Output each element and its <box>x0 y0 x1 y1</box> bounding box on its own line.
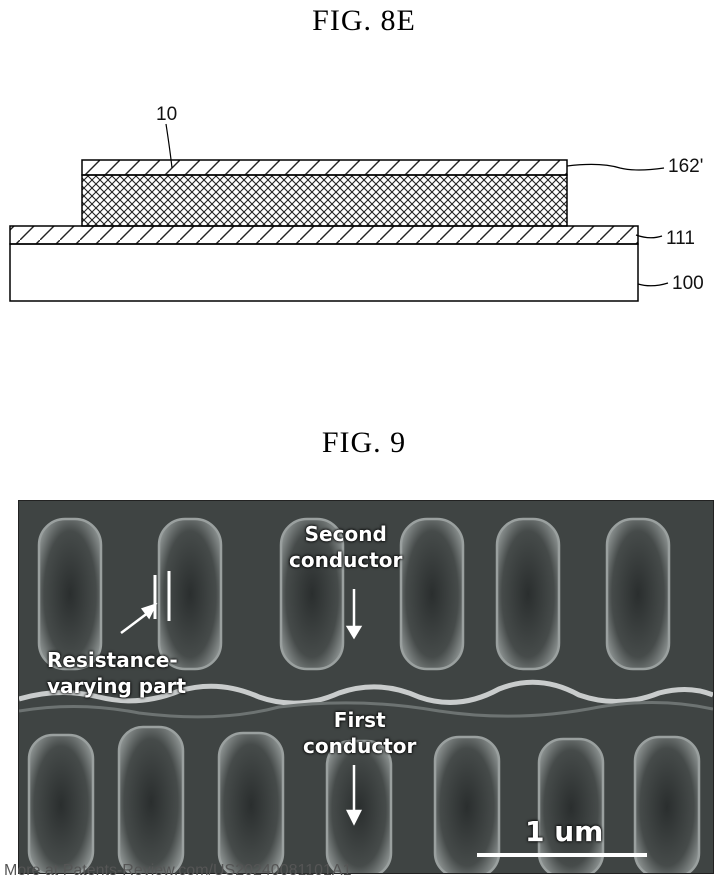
upper-cell-row <box>37 517 671 671</box>
interface-line <box>19 679 713 706</box>
label-second-conductor: Second conductor <box>289 522 403 572</box>
lower-cell-row <box>27 725 701 873</box>
layer-10-crosshatch <box>81 174 568 227</box>
fig-9-title: FIG. 9 <box>321 426 407 459</box>
ref-label-100: 100 <box>672 273 704 294</box>
sem-texture <box>19 501 713 873</box>
label-resistance-varying-part: Resistance- varying part <box>47 648 187 698</box>
arrow-rv-head <box>140 602 158 620</box>
leader-111 <box>635 234 663 239</box>
source-footer: More at Patents-Review.com/US20240081101… <box>4 862 352 879</box>
ref-label-162: 162' <box>668 156 704 177</box>
fig-8e-title: FIG. 8E <box>312 4 416 37</box>
leader-10 <box>165 123 173 169</box>
sem-micrograph: Second conductor First conductor Resista… <box>18 500 714 874</box>
substrate-100 <box>9 243 639 302</box>
label-first-conductor: First conductor <box>303 708 417 758</box>
layer-111 <box>9 225 639 245</box>
scale-bar-label: 1 um <box>525 815 604 848</box>
leader-162 <box>566 163 665 171</box>
layer-162-prime <box>81 159 568 176</box>
arrow-first-head <box>345 809 363 826</box>
leader-100 <box>637 282 669 287</box>
ref-label-111: 111 <box>666 228 695 249</box>
ref-label-10: 10 <box>156 104 178 125</box>
layer-stack-diagram <box>9 123 669 302</box>
arrow-second-head <box>345 625 363 640</box>
